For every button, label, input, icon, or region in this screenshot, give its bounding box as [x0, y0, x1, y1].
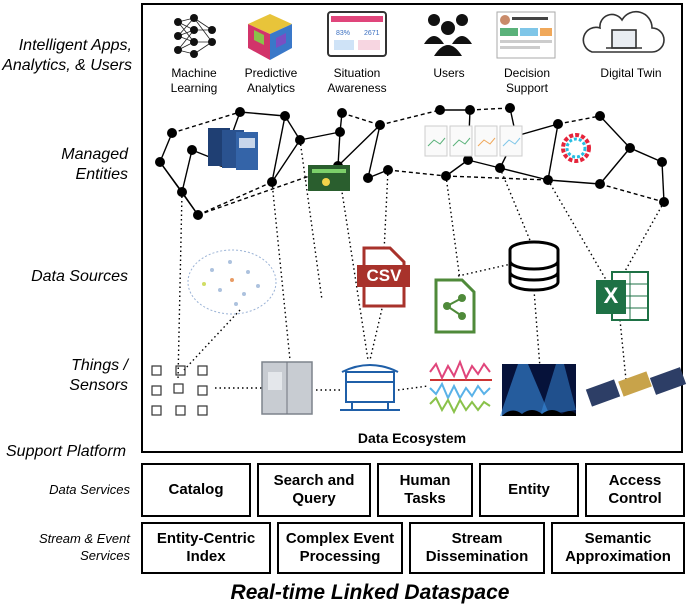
app-label-users: Users: [433, 66, 465, 80]
stage-icon: [340, 364, 400, 411]
concert-icon: [500, 364, 576, 416]
svg-text:2671: 2671: [364, 30, 380, 37]
sdg-wheel-icon: [561, 133, 591, 163]
footer-title: Real-time Linked Dataspace: [230, 581, 510, 604]
data-service-entity: Entity: [479, 463, 579, 517]
dotted-links: [177, 139, 665, 391]
app-label-decision-support: Decision Support: [503, 66, 551, 95]
dashboard-icon: 83% 2671: [327, 11, 387, 57]
dashboard-cards-icon: [424, 125, 523, 157]
sensor-grid-icon: [151, 365, 208, 416]
data-service-human-tasks: Human Tasks: [377, 463, 473, 517]
row-label-sources: Data Sources: [31, 268, 128, 285]
dashed-edges: [171, 107, 665, 216]
share-file-icon: [434, 278, 476, 334]
stream-service-semantic-approx: Semantic Approximation: [551, 522, 685, 574]
app-label-digital-twin: Digital Twin: [600, 66, 662, 80]
database-icon: [508, 240, 560, 292]
svg-text:83%: 83%: [336, 30, 350, 37]
data-ecosystem-box: [141, 3, 683, 453]
row-label-stream-services: Stream & Event Services: [38, 531, 130, 563]
users-icon: [424, 14, 472, 56]
csv-file-icon: [357, 246, 410, 308]
row-label-things: Things / Sensors: [69, 357, 128, 394]
stream-service-complex-event: Complex Event Processing: [277, 522, 403, 574]
ecosystem-title: Data Ecosystem: [357, 430, 467, 446]
cube-icon: [248, 14, 292, 60]
stream-service-dissemination: Stream Dissemination: [409, 522, 545, 574]
refrigerator-icon: [261, 361, 313, 415]
excel-label: X: [603, 283, 619, 308]
excel-icon: [596, 271, 649, 321]
data-service-catalog: Catalog: [141, 463, 251, 517]
tablet-screen-icon: [308, 165, 350, 191]
csv-label: CSV: [366, 266, 402, 285]
row-label-data-services: Data Services: [49, 482, 130, 497]
row-label-platform: Support Platform: [6, 443, 127, 460]
report-icon: [496, 11, 556, 59]
app-label-machine-learning: Machine Learning: [170, 66, 218, 95]
data-service-access-control: Access Control: [585, 463, 685, 517]
row-label-entities: Managed Entities: [61, 146, 128, 183]
cloud-building-icon: [582, 10, 665, 53]
stream-service-entity-index: Entity-Centric Index: [141, 522, 271, 574]
graph-cloud-icon: [187, 249, 277, 315]
waveform-icon: [429, 359, 492, 415]
app-label-predictive-analytics: Predictive Analytics: [244, 66, 298, 95]
row-label-apps: Intelligent Apps, Analytics, & Users: [2, 37, 132, 74]
document-stack-icon: [208, 128, 258, 170]
data-service-search-query: Search and Query: [257, 463, 371, 517]
satellite-icon: [585, 367, 687, 407]
app-label-situation-awareness: Situation Awareness: [327, 66, 387, 95]
neural-network-icon: [174, 14, 216, 58]
